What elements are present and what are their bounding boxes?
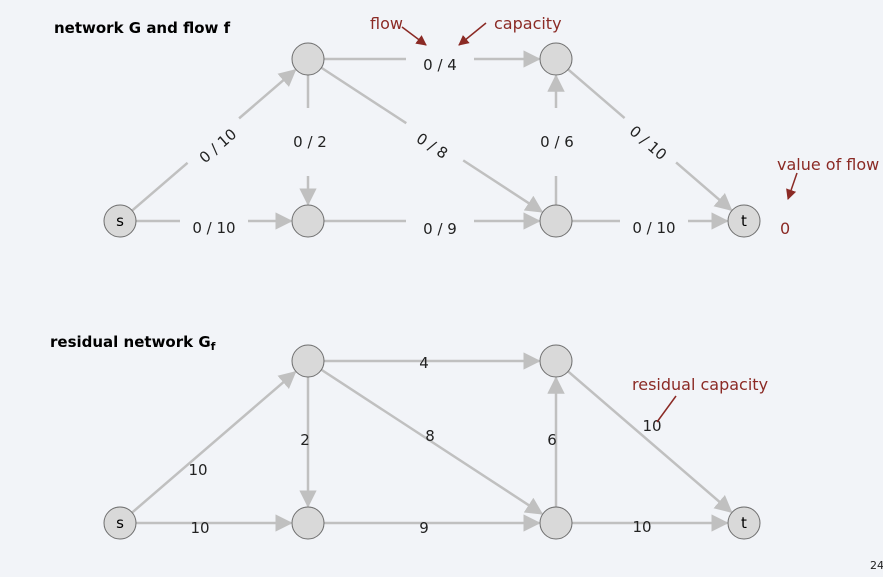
node-label-t: t [741, 514, 747, 532]
value-of-flow-annotation: value of flow [777, 155, 879, 174]
node-label-s: s [116, 514, 124, 532]
capacity-annotation: capacity [494, 14, 562, 33]
page-number: 24 [870, 559, 883, 572]
edge-segment [567, 68, 626, 120]
edge-label: 0 / 9 [423, 220, 457, 238]
edge-segment [320, 66, 407, 125]
edge-B-t: 0 / 10 [567, 68, 733, 212]
residual-title-subscript: f [211, 340, 216, 353]
edge-label: 0 / 10 [632, 219, 675, 237]
edge-label: 0 / 6 [540, 133, 574, 151]
edge-A-B: 4 [324, 352, 541, 372]
flow-value: 0 [780, 219, 790, 238]
edge-D-B: 0 / 6 [540, 74, 574, 205]
edge-A-C: 0 / 2 [293, 75, 327, 206]
edge-s-C: 0 / 10 [136, 212, 293, 237]
flow-annotation: flow [370, 14, 403, 33]
node-circle [539, 204, 573, 238]
node-s: s [103, 204, 137, 238]
node-A [291, 42, 325, 76]
node-circle [291, 506, 325, 540]
edge-label: 4 [419, 354, 429, 372]
node-C [291, 506, 325, 540]
edge-C-D: 0 / 9 [324, 212, 541, 238]
edge-label: 0 / 8 [413, 129, 451, 162]
edge-D-B: 6 [547, 376, 565, 507]
node-circle [539, 506, 573, 540]
edge-arrow [131, 370, 297, 514]
residual-title: residual network Gf [50, 333, 216, 353]
flow-pointer-arrow [401, 26, 427, 46]
edge-label: 10 [188, 461, 207, 479]
edge-label: 0 / 10 [626, 122, 671, 164]
edge-A-D: 8 [320, 368, 544, 515]
edge-D-t: 0 / 10 [572, 212, 729, 237]
edge-label: 2 [300, 431, 310, 449]
value-of-flow-pointer-arrow [786, 172, 798, 200]
residual-capacity-pointer-line [656, 395, 677, 423]
node-B [539, 344, 573, 378]
node-D [539, 506, 573, 540]
edge-label: 9 [419, 519, 429, 537]
edge-A-D: 0 / 8 [320, 66, 544, 213]
edge-arrow [675, 161, 733, 212]
edge-label: 0 / 4 [423, 56, 457, 74]
node-label-t: t [741, 212, 747, 230]
edge-label: 0 / 10 [192, 219, 235, 237]
edge-label: 8 [425, 427, 435, 445]
node-B [539, 42, 573, 76]
node-D [539, 204, 573, 238]
node-t: t [727, 506, 761, 540]
edge-label: 10 [190, 519, 209, 537]
edge-A-B: 0 / 4 [324, 50, 541, 74]
network-title: network G and flow f [54, 19, 231, 37]
edge-s-C: 10 [136, 514, 293, 537]
network-edges: 0 / 10 0 / 10 0 / 4 0 / 2 0 / 8 0 / 9 0 / 6 0 /… [131, 50, 733, 238]
edge-arrow [320, 368, 544, 515]
edge-segment [131, 161, 189, 212]
capacity-pointer-arrow [458, 22, 487, 46]
edge-label: 0 / 2 [293, 133, 327, 151]
node-circle [539, 42, 573, 76]
edge-label: 0 / 10 [196, 125, 241, 167]
node-circle [291, 204, 325, 238]
node-circle [103, 204, 137, 238]
edge-arrow [462, 159, 544, 213]
node-circle [291, 42, 325, 76]
residual-title-main: residual network G [50, 333, 211, 351]
edge-label: 6 [547, 431, 557, 449]
edge-A-C: 2 [299, 377, 317, 508]
edge-s-A: 10 [131, 370, 297, 514]
edge-s-A: 0 / 10 [131, 68, 297, 212]
edge-D-t: 10 [572, 514, 729, 536]
node-A [291, 344, 325, 378]
edge-label: 10 [632, 518, 651, 536]
node-circle [539, 344, 573, 378]
edge-arrow [567, 370, 733, 514]
node-circle [727, 506, 761, 540]
edge-arrow [238, 68, 297, 120]
node-s: s [103, 506, 137, 540]
node-C [291, 204, 325, 238]
node-t: t [727, 204, 761, 238]
node-circle [291, 344, 325, 378]
edge-C-D: 9 [324, 514, 541, 537]
node-label-s: s [116, 212, 124, 230]
node-circle [727, 204, 761, 238]
node-circle [103, 506, 137, 540]
residual-capacity-annotation: residual capacity [632, 375, 768, 394]
